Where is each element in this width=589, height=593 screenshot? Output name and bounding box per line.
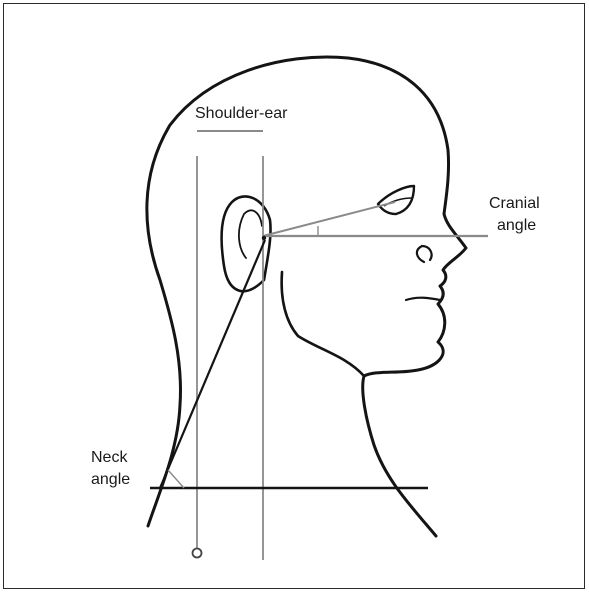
neck-angle-label-line2: angle [91,470,130,490]
cranial-angle-label-line2: angle [497,216,536,236]
mouth-line [406,298,440,300]
tragus-to-eye-line [263,202,395,236]
tragus-to-c7-line [160,240,265,488]
ear-inner [239,210,262,258]
head-outline [147,57,466,536]
neck-angle-label-line1: Neck [91,448,127,468]
nostril [417,246,432,262]
shoulder-ear-label: Shoulder-ear [195,104,288,124]
tragus-point [262,236,266,240]
cranial-angle-label-line1: Cranial [489,194,540,214]
neck-angle-tick [168,470,184,488]
plumb-bob [193,549,202,558]
jaw-outline [282,272,364,376]
